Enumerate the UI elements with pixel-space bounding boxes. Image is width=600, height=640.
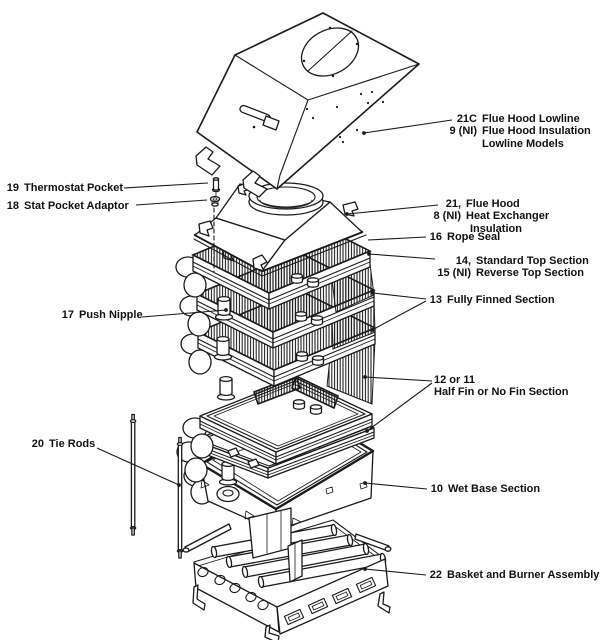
leader-line-basket-burner bbox=[364, 568, 427, 576]
leader-line-top-section bbox=[368, 253, 436, 260]
leader-line-fully-finned-section bbox=[372, 292, 427, 300]
leader-line-half-fin-section bbox=[364, 376, 433, 382]
leader-line-rope-seal bbox=[367, 236, 427, 241]
leader-line-thermostat-pocket bbox=[123, 182, 209, 189]
leader-dot-tie-rods bbox=[177, 483, 181, 487]
tie-rod-right bbox=[176, 436, 184, 559]
leader-line-flue-hood bbox=[346, 204, 439, 215]
leader-line-flue-hood-lowline bbox=[363, 119, 453, 134]
thermostat-pocket-part bbox=[211, 177, 221, 197]
leader-dot-wet-base-section bbox=[363, 481, 367, 485]
tie-rod-left bbox=[129, 413, 137, 536]
leader-dot-basket-burner bbox=[363, 567, 367, 571]
basket-burner-drawing bbox=[182, 496, 392, 640]
flue-hood-drawing bbox=[193, 182, 367, 277]
leader-line-half-fin-section bbox=[366, 382, 433, 432]
leader-line-stat-pocket-adaptor bbox=[135, 199, 208, 206]
leader-dot-flue-hood-lowline bbox=[362, 131, 366, 135]
leader-dot-fully-finned-section bbox=[371, 291, 375, 295]
leader-lines bbox=[96, 119, 453, 576]
leader-dot-fully-finned-section bbox=[370, 328, 374, 332]
leader-dot-flue-hood bbox=[345, 212, 349, 216]
leader-line-tie-rods bbox=[96, 447, 180, 486]
leader-line-push-nipple bbox=[141, 309, 227, 318]
flue-hood-lowline-drawing bbox=[195, 12, 420, 198]
half-fin-section-drawing bbox=[182, 374, 373, 465]
leader-line-wet-base-section bbox=[364, 482, 428, 490]
leader-dot-half-fin-section bbox=[365, 429, 369, 433]
leader-dot-top-section bbox=[367, 252, 371, 256]
leader-dot-half-fin-section bbox=[363, 375, 367, 379]
leader-line-fully-finned-section bbox=[371, 300, 427, 331]
stat-pocket-adaptor-part bbox=[209, 195, 221, 207]
leader-dot-push-nipple bbox=[224, 308, 228, 312]
